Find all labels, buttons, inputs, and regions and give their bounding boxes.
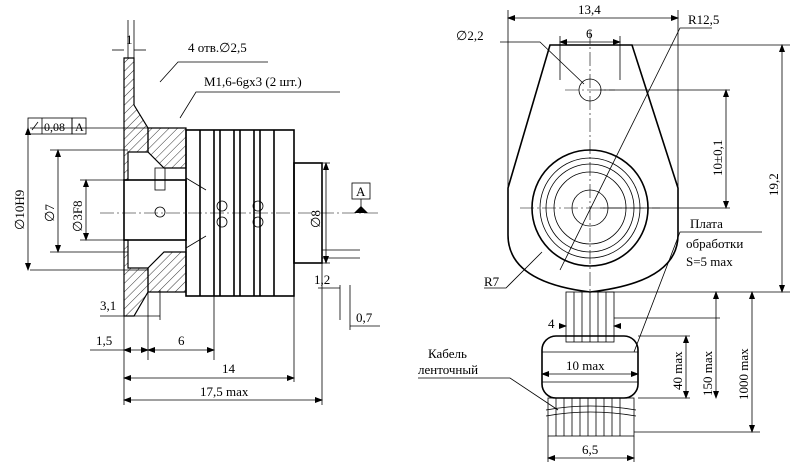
dim-diameter-8: ∅8: [308, 210, 323, 228]
dim-10-plusminus: 10±0,1: [710, 140, 725, 176]
dim-6: 6: [178, 333, 185, 348]
holes-note: 4 отв.∅2,5: [188, 40, 247, 55]
hub-lower-section: [147, 251, 187, 293]
dim-13-4: 13,4: [578, 2, 601, 17]
runout-datum: A: [75, 120, 84, 134]
board-label-line3: S=5 max: [686, 254, 733, 269]
dim-flange-thickness: 1: [126, 32, 133, 47]
screw-hole: [154, 206, 166, 218]
runout-tolerance: 0,08: [44, 120, 65, 134]
cable-label-line1: Кабель: [428, 346, 467, 361]
dim-6-5: 6,5: [582, 442, 598, 457]
slot-hole: [216, 200, 228, 212]
set-screw: [154, 167, 166, 191]
right-view-front: ∅2,2 13,4 6 R12,5 10±0,1 19,2 R7 Плата о…: [418, 2, 790, 462]
dim-1-2: 1,2: [314, 272, 330, 287]
dim-diameter-7: ∅7: [42, 204, 57, 222]
dim-diameter-10h9: ∅10H9: [12, 190, 27, 230]
slot-hole: [216, 216, 228, 228]
dim-diameter-3f8: ∅3F8: [70, 200, 85, 232]
dim-0-7: 0,7: [356, 310, 373, 325]
datum-a-label: A: [356, 184, 366, 199]
dim-14: 14: [222, 361, 236, 376]
left-view-section: 1 4 отв.∅2,5 М1,6-6gx3 (2 шт.) 0,08 A ∅1…: [12, 20, 380, 405]
encoder-housing-outline: [507, 44, 679, 293]
dim-diameter-2-2: ∅2,2: [456, 28, 484, 43]
mounting-flange: [123, 57, 149, 181]
mounting-flange-lower: [123, 239, 149, 317]
slot-hole: [252, 200, 264, 212]
dim-1000-max: 1000 max: [736, 348, 751, 400]
board-label-line2: обработки: [686, 236, 743, 251]
hub-upper-section: [147, 127, 187, 169]
dim-radius-7: R7: [484, 274, 500, 289]
dim-4: 4: [548, 316, 555, 331]
dim-19-2: 19,2: [766, 173, 781, 196]
slot-hole: [252, 216, 264, 228]
board-label-line1: Плата: [690, 216, 723, 231]
cable-label-line2: ленточный: [418, 362, 478, 377]
dim-6-top: 6: [586, 26, 593, 41]
dim-radius-12-5: R12,5: [688, 12, 719, 27]
dim-10-max: 10 max: [566, 358, 605, 373]
dim-40-max: 40 max: [670, 351, 685, 390]
dim-150-max: 150 max: [700, 350, 715, 396]
ribbon-cable: [547, 397, 635, 437]
dim-17-5-max: 17,5 max: [200, 384, 249, 399]
dim-1-5: 1,5: [96, 333, 112, 348]
screw-note: М1,6-6gx3 (2 шт.): [204, 74, 302, 89]
dim-3-1: 3,1: [100, 298, 116, 313]
